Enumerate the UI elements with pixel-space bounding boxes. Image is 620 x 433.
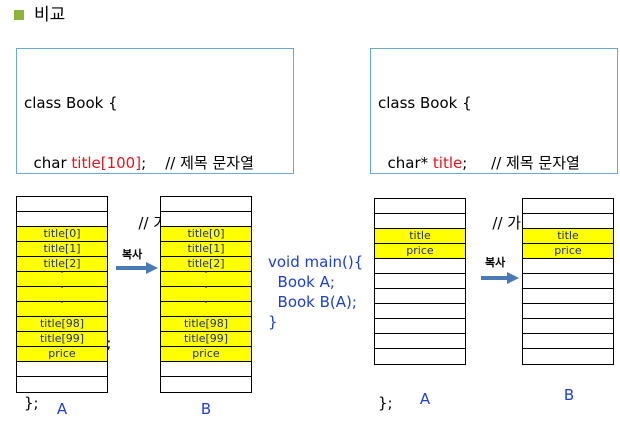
memory-cell — [375, 334, 465, 349]
page-heading: 비교 — [34, 5, 66, 25]
memory-cell: title[2] — [17, 257, 107, 272]
code-text: char* — [378, 154, 433, 172]
code-text: ; // 제목 문자열 — [141, 154, 254, 172]
memory-cell — [523, 259, 613, 274]
memory-cell: price — [17, 347, 107, 362]
code-text: ; // 제목 문자열 — [462, 154, 580, 172]
memory-block-array-a: title[0]title[1]title[2]˘˘˘title[98]titl… — [16, 196, 108, 393]
memory-cell: title[98] — [17, 317, 107, 332]
code-line: char* title; // 제목 문자열 — [378, 153, 610, 173]
memory-cell — [523, 304, 613, 319]
highlighted-member: title[100] — [71, 154, 142, 172]
memory-cell: ˘ — [17, 272, 107, 287]
code-box-array-version: class Book { char title[100]; // 제목 문자열 … — [16, 48, 294, 412]
memory-cell — [523, 289, 613, 304]
code-line: class Book { — [378, 94, 472, 112]
memory-cell — [375, 304, 465, 319]
object-label-b: B — [200, 400, 212, 418]
memory-cell — [523, 349, 613, 364]
memory-cell: price — [523, 244, 613, 259]
memory-cell — [523, 319, 613, 334]
memory-block-array-b: title[0]title[1]title[2]˘˘˘title[98]titl… — [160, 196, 252, 393]
memory-cell: title[1] — [17, 242, 107, 257]
code-box-pointer-version: class Book { char* title; // 제목 문자열 int … — [370, 48, 618, 412]
memory-cell — [375, 214, 465, 229]
memory-cell: price — [375, 244, 465, 259]
memory-cell: price — [161, 347, 251, 362]
code-line: Book B(A); — [268, 293, 357, 311]
memory-cell — [375, 349, 465, 364]
highlighted-member: title — [432, 154, 463, 172]
code-line: class Book { — [24, 94, 118, 112]
memory-cell — [523, 274, 613, 289]
code-line: Book A; — [268, 273, 335, 291]
code-text: char — [24, 154, 72, 172]
memory-cell — [161, 362, 251, 377]
copy-label: 복사 — [485, 256, 506, 269]
memory-cell — [17, 362, 107, 377]
memory-cell — [17, 212, 107, 227]
bullet-square-icon — [14, 10, 24, 20]
memory-cell: ˘ — [161, 272, 251, 287]
copy-arrow-icon — [116, 262, 158, 274]
copy-label: 복사 — [122, 248, 143, 261]
code-line: void main(){ — [268, 253, 364, 271]
memory-cell — [375, 274, 465, 289]
code-line: } — [268, 313, 278, 331]
memory-cell: title[99] — [161, 332, 251, 347]
memory-cell: title[99] — [17, 332, 107, 347]
main-function-code: void main(){ Book A; Book B(A);} — [268, 252, 363, 332]
memory-cell — [161, 212, 251, 227]
memory-cell: title[0] — [17, 227, 107, 242]
memory-cell — [523, 214, 613, 229]
copy-arrow-icon — [481, 272, 519, 284]
memory-cell — [17, 377, 107, 392]
memory-cell: ˘ — [17, 302, 107, 317]
memory-cell — [161, 377, 251, 392]
object-label-a: A — [56, 400, 68, 418]
object-label-b: B — [563, 386, 575, 404]
memory-cell: title — [375, 229, 465, 244]
memory-cell: title[1] — [161, 242, 251, 257]
memory-cell — [523, 334, 613, 349]
memory-cell: title[0] — [161, 227, 251, 242]
memory-cell — [375, 199, 465, 214]
memory-cell: title[98] — [161, 317, 251, 332]
code-line: char title[100]; // 제목 문자열 — [24, 153, 286, 173]
memory-cell — [375, 319, 465, 334]
memory-cell — [523, 199, 613, 214]
memory-cell: title[2] — [161, 257, 251, 272]
memory-cell: ˘ — [161, 287, 251, 302]
code-line: }; — [24, 394, 39, 412]
memory-cell — [161, 197, 251, 212]
code-line: }; — [378, 394, 393, 412]
memory-cell — [17, 197, 107, 212]
memory-cell — [375, 259, 465, 274]
object-label-a: A — [419, 390, 431, 408]
memory-cell: ˘ — [161, 302, 251, 317]
memory-cell — [375, 289, 465, 304]
memory-cell: ˘ — [17, 287, 107, 302]
memory-cell: title — [523, 229, 613, 244]
